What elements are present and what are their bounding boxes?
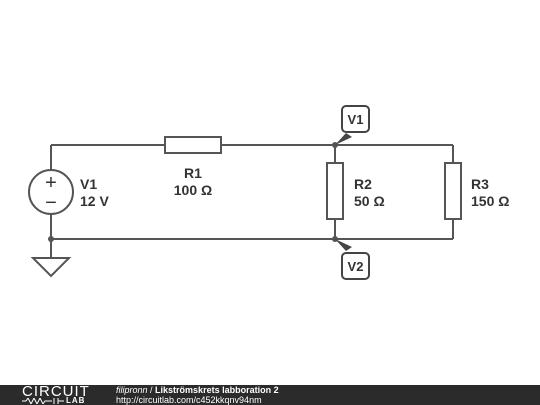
probe-bottom-pointer	[335, 239, 352, 251]
r2-name-label: R2	[354, 176, 372, 192]
circuit-title-line: filipronn / Likströmskrets labboration 2	[116, 385, 279, 395]
circuitlab-logo: CIRCUIT	[22, 383, 90, 400]
title-separator: /	[147, 385, 156, 395]
r3-name-label: R3	[471, 176, 489, 192]
source-minus-sign: −	[45, 192, 57, 214]
v1-value-label: 12 V	[80, 193, 109, 209]
resistor-zigzag-icon	[22, 398, 64, 404]
junction-ground	[48, 236, 54, 242]
probe-top-pointer	[335, 133, 352, 145]
resistor-r3	[444, 162, 462, 220]
circuit-title[interactable]: Likströmskrets labboration 2	[155, 385, 279, 395]
author-username[interactable]: filipronn	[116, 385, 148, 395]
probe-bottom-box	[341, 252, 370, 280]
circuit-url[interactable]: http://circuitlab.com/c452kkqnv94nm	[116, 395, 262, 405]
probe-top-label: V1	[348, 112, 364, 127]
circuit-meta: filipronn / Likströmskrets labboration 2…	[116, 385, 279, 405]
circuit-schematic: + − V1 12 V R1 100 Ω R2 50 Ω R3 150 Ω V1…	[28, 105, 509, 280]
voltage-probe-top: V1	[335, 105, 370, 145]
r3-value-label: 150 Ω	[471, 193, 509, 209]
probe-top-box	[341, 105, 370, 133]
wires	[50, 144, 454, 258]
source-plus-sign: +	[45, 172, 57, 194]
footer-bar: CIRCUIT LAB filipronn / Likströmskrets l…	[0, 383, 540, 405]
resistor-r2	[326, 162, 344, 220]
ground-icon	[30, 257, 72, 278]
r1-value-label: 100 Ω	[174, 182, 212, 198]
voltage-probe-bottom: V2	[335, 239, 370, 280]
voltage-source-circle	[28, 169, 74, 215]
r2-value-label: 50 Ω	[354, 193, 385, 209]
probe-bottom-label: V2	[348, 259, 364, 274]
circuitlab-logo-sub: LAB	[66, 396, 86, 405]
resistor-r1	[164, 136, 222, 154]
r1-name-label: R1	[184, 165, 202, 181]
voltage-source-v1: + −	[28, 169, 74, 215]
v1-name-label: V1	[80, 176, 97, 192]
